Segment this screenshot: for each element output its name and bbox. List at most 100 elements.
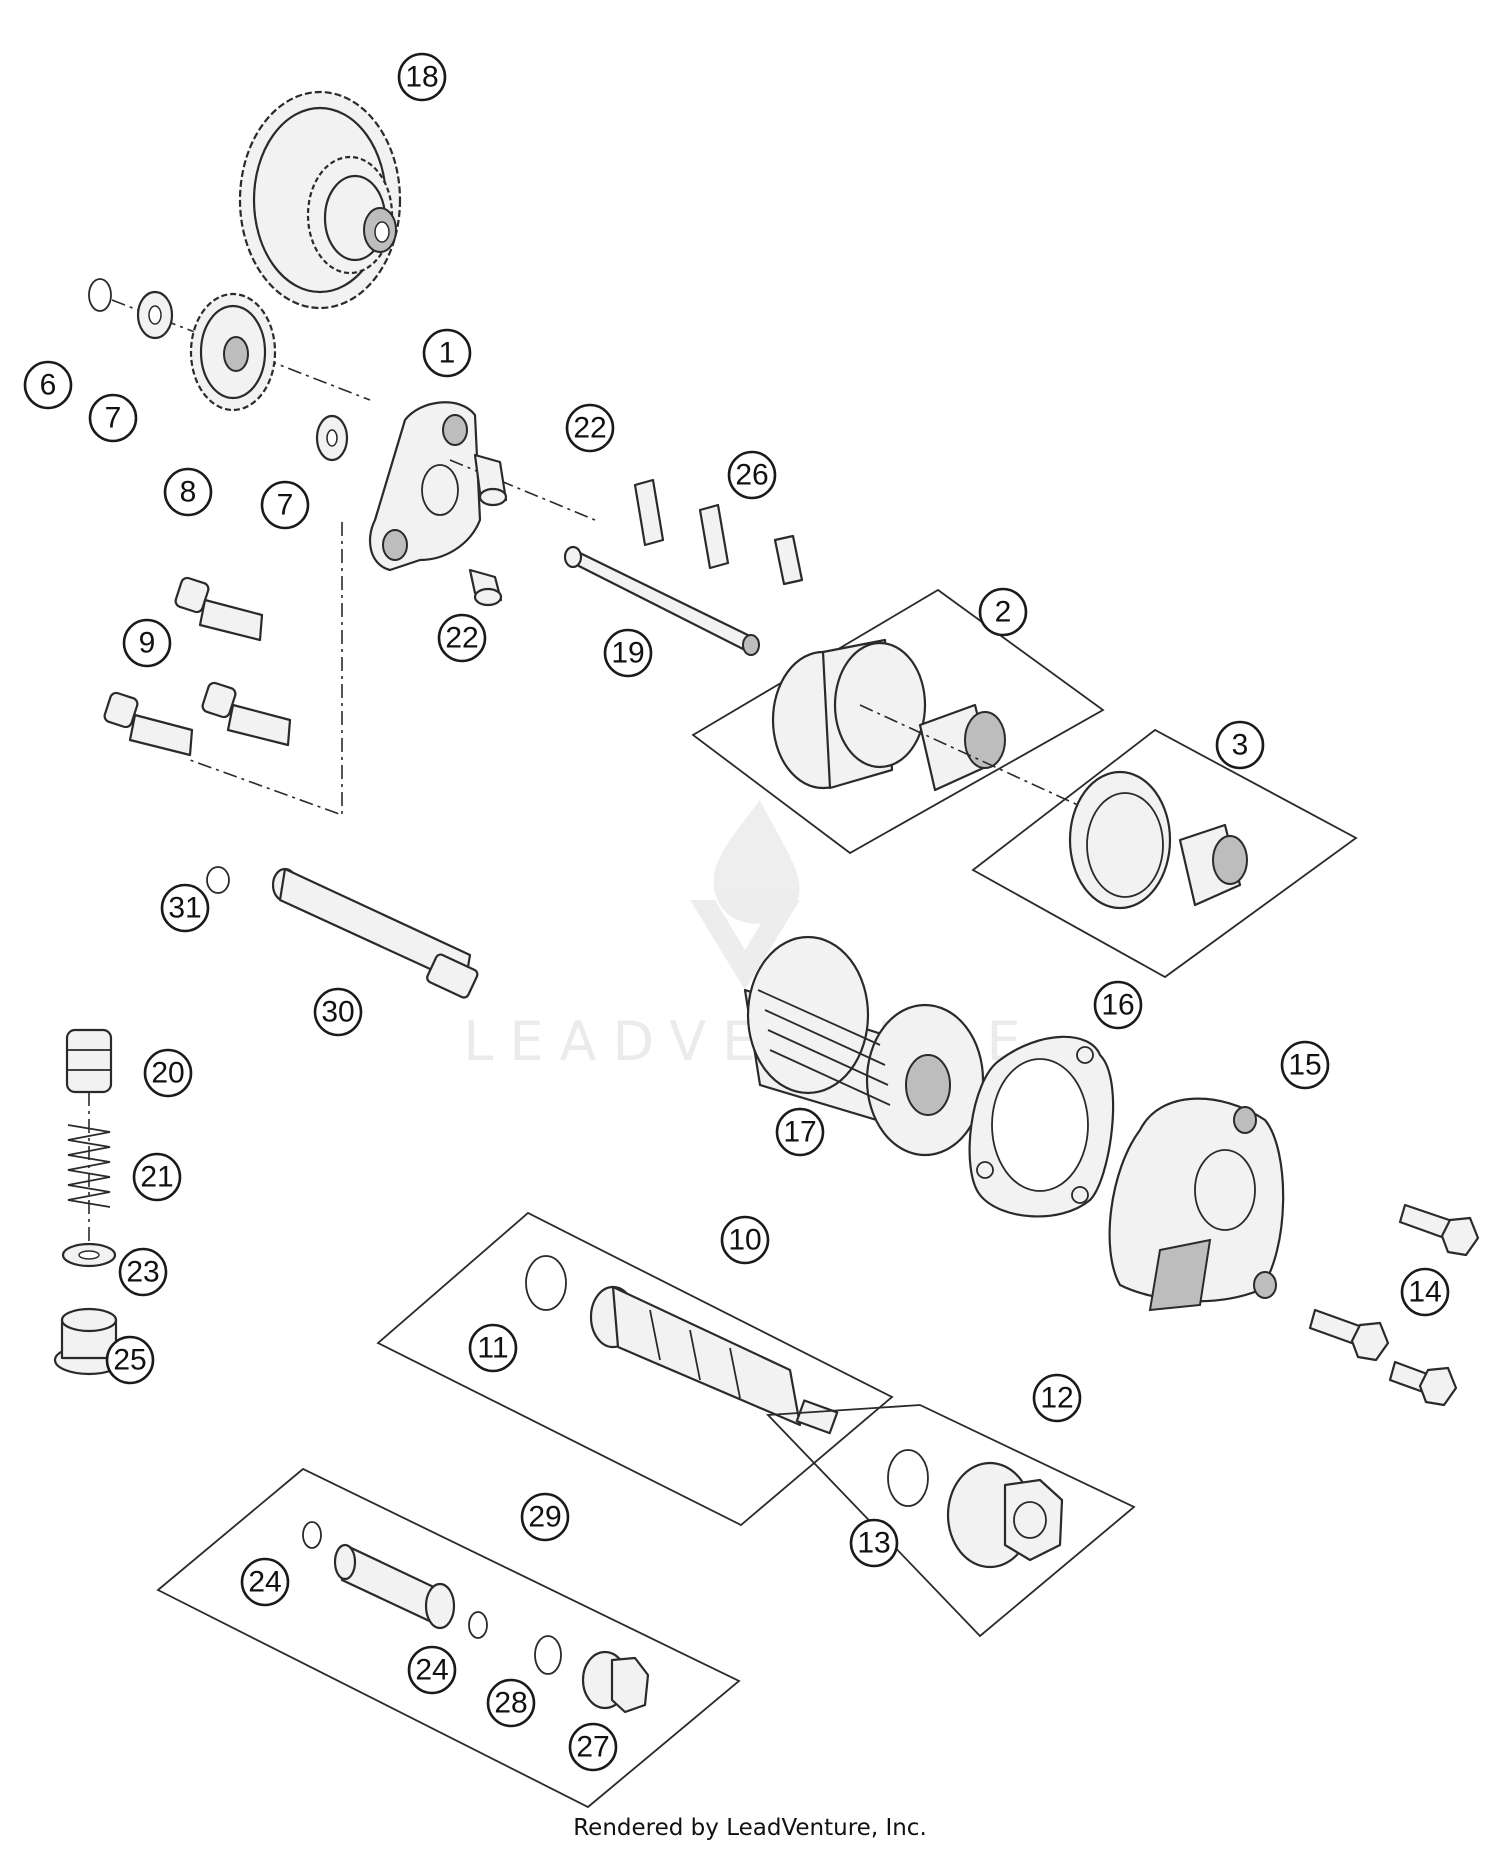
callout-9[interactable]: 9 [122,618,172,668]
part-10-kit-box [376,1211,894,1527]
callout-10[interactable]: 10 [720,1215,770,1265]
part-24-o-ring-a [302,1521,322,1549]
callout-22a[interactable]: 22 [565,403,615,453]
part-6-circlip [88,278,112,312]
callout-label: 21 [140,1161,173,1194]
callout-1[interactable]: 1 [422,328,472,378]
part-30-oil-tube [271,867,479,999]
part-7-washer-b [315,414,349,462]
callout-label: 12 [1040,1382,1073,1415]
callout-25[interactable]: 25 [105,1335,155,1385]
callout-22b[interactable]: 22 [437,613,487,663]
callout-label: 20 [151,1057,184,1090]
part-12-kit-box [766,1404,1136,1638]
callout-label: 14 [1408,1276,1441,1309]
part-8-pump-gear [189,292,277,412]
rendered-by-footer: Rendered by LeadVenture, Inc. [573,1815,927,1841]
callout-label: 22 [573,412,606,445]
part-7-washer-a [136,290,174,340]
part-2-rotor-set [771,638,1006,792]
callout-label: 25 [113,1344,146,1377]
callout-2[interactable]: 2 [978,587,1028,637]
part-11-o-ring [525,1255,567,1311]
part-16-gasket [968,1035,1115,1218]
callout-label: 8 [180,476,197,509]
callout-label: 3 [1232,729,1249,762]
part-12-drain-plug [946,1461,1064,1569]
callout-label: 17 [783,1116,816,1149]
callout-label: 19 [611,637,644,670]
callout-26[interactable]: 26 [727,450,777,500]
part-9-bolt-a [174,576,264,642]
callout-30[interactable]: 30 [313,987,363,1037]
callout-label: 9 [139,627,156,660]
part-1-pump-housing [368,401,482,572]
callout-7a[interactable]: 7 [88,393,138,443]
part-14-bolt-a [1398,1203,1480,1257]
callout-label: 6 [40,369,57,402]
part-21-spring [67,1124,111,1208]
part-14-bolt-c [1388,1360,1458,1407]
callout-14[interactable]: 14 [1400,1267,1450,1317]
callout-13[interactable]: 13 [849,1518,899,1568]
callout-7b[interactable]: 7 [260,480,310,530]
callout-label: 23 [126,1256,159,1289]
part-22-dowel-lower [468,568,503,607]
part-2-kit-box [691,588,1105,855]
callout-17[interactable]: 17 [775,1107,825,1157]
callout-8[interactable]: 8 [163,467,213,517]
callout-label: 16 [1101,989,1134,1022]
callout-12[interactable]: 12 [1032,1373,1082,1423]
part-31-o-ring [206,866,230,894]
part-26-pins [633,478,804,586]
part-15-filter-cover [1108,1097,1285,1312]
callout-label: 18 [405,61,438,94]
callout-label: 28 [494,1687,527,1720]
callout-label: 24 [415,1654,448,1687]
callout-23[interactable]: 23 [118,1247,168,1297]
callout-27[interactable]: 27 [568,1722,618,1772]
callout-label: 7 [277,489,294,522]
callout-label: 10 [728,1224,761,1257]
callout-20[interactable]: 20 [143,1048,193,1098]
callout-19[interactable]: 19 [603,628,653,678]
part-29-strainer [333,1543,456,1630]
callout-15[interactable]: 15 [1280,1040,1330,1090]
callout-label: 15 [1288,1049,1321,1082]
callout-16[interactable]: 16 [1093,980,1143,1030]
callout-label: 11 [477,1332,508,1365]
callout-6[interactable]: 6 [23,360,73,410]
part-29-kit-box [156,1467,741,1809]
callout-label: 7 [105,402,122,435]
callout-3[interactable]: 3 [1215,720,1265,770]
callout-11[interactable]: 11 [468,1323,518,1373]
part-22-dowel-upper [473,453,508,507]
part-23-washer [61,1242,117,1268]
part-3-rotor-set [1068,770,1248,910]
callout-label: 2 [995,596,1012,629]
part-17-oil-filter [743,935,985,1157]
callout-label: 27 [576,1731,609,1764]
callout-label: 13 [857,1527,890,1560]
part-20-valve-piston [65,1028,113,1094]
callout-18[interactable]: 18 [397,52,447,102]
part-19-pump-shaft [563,545,760,656]
part-28-washer [534,1635,562,1675]
callout-24b[interactable]: 24 [407,1645,457,1695]
part-18-gear-pair [238,90,402,310]
callout-label: 1 [439,337,456,370]
part-14-bolt-b [1308,1308,1390,1362]
part-13-o-ring [887,1449,929,1507]
callout-24a[interactable]: 24 [240,1557,290,1607]
part-10-oil-strainer [589,1285,839,1435]
callout-21[interactable]: 21 [132,1152,182,1202]
callout-31[interactable]: 31 [160,883,210,933]
callout-label: 24 [248,1566,281,1599]
callout-label: 31 [168,892,201,925]
part-27-plug [581,1650,650,1714]
part-9-bolt-c [201,681,292,747]
callout-29[interactable]: 29 [520,1492,570,1542]
part-24-o-ring-b [468,1611,488,1639]
callout-28[interactable]: 28 [486,1678,536,1728]
